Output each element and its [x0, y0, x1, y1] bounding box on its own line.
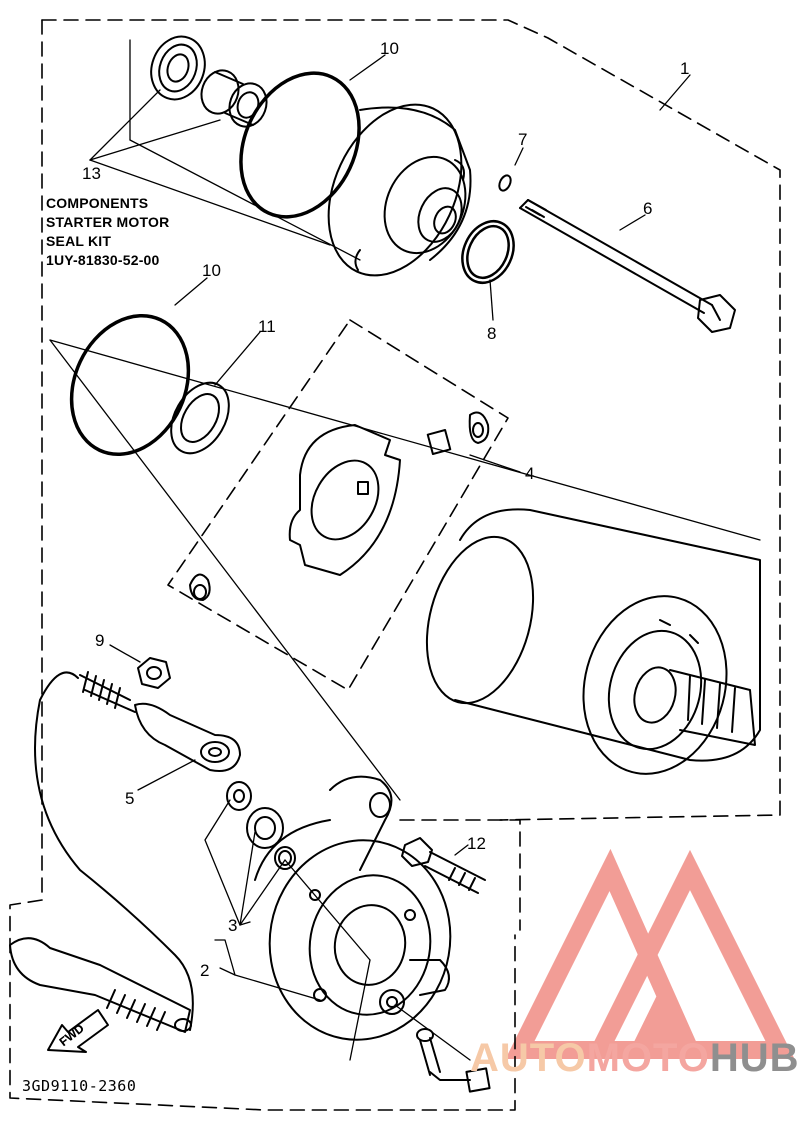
part-lead-wire-5 [34, 671, 241, 1031]
callout-10-left: 10 [202, 261, 221, 280]
seal-kit-line-3: SEAL KIT [46, 233, 112, 249]
watermark-text: AUTOMOTOHUB [470, 1038, 800, 1078]
watermark-logo [505, 848, 795, 1059]
part-bolt-6 [519, 199, 736, 333]
part-front-bracket [327, 103, 472, 277]
part-washer-11 [170, 381, 230, 455]
drawing-code: 3GD9110-2360 [22, 1077, 137, 1095]
callout-10-top: 10 [380, 39, 399, 58]
watermark-part-2: MOTO [586, 1036, 710, 1080]
callout-7: 7 [518, 130, 528, 149]
callout-2: 2 [200, 961, 210, 980]
part-rear-bracket [254, 775, 452, 1041]
callout-11: 11 [258, 317, 276, 336]
part-terminal-bolt [416, 1028, 491, 1093]
callout-3: 3 [228, 916, 238, 935]
watermark-part-1: AUTO [470, 1036, 587, 1080]
assembly-outline-dashed [9, 19, 781, 1111]
callout-8: 8 [487, 324, 497, 343]
seal-kit-line-1: COMPONENTS [46, 195, 149, 211]
part-yoke-armature [425, 508, 761, 775]
seal-kit-line-2: STARTER MOTOR [46, 214, 170, 230]
seal-kit-part-number: 1UY-81830-52-00 [46, 252, 160, 268]
part-o-ring-7 [498, 174, 512, 192]
fwd-arrow-icon [47, 1009, 109, 1053]
part-oil-seal-2 [246, 807, 284, 849]
part-cap-boot [9, 937, 192, 1033]
part-oil-seal-13 [150, 35, 206, 101]
part-o-ring-3 [274, 846, 296, 870]
callout-12: 12 [467, 834, 486, 853]
leader-lines [49, 39, 761, 1061]
callout-5: 5 [125, 789, 135, 808]
seal-kit-note: COMPONENTS STARTER MOTOR SEAL KIT 1UY-81… [46, 194, 169, 270]
callout-6: 6 [643, 199, 653, 218]
callout-9: 9 [95, 631, 105, 650]
part-bolt-12 [401, 837, 486, 894]
part-o-ring-8 [461, 220, 515, 284]
callout-1: 1 [680, 59, 690, 78]
part-brush-plate-4 [189, 411, 490, 601]
part-bearing-13 [200, 69, 268, 128]
part-nut-9 [137, 657, 171, 689]
part-o-ring-10-left [69, 313, 191, 457]
callout-4: 4 [525, 464, 535, 483]
part-washer-3-small [226, 781, 252, 811]
part-o-ring-10-top [239, 71, 361, 219]
callout-13: 13 [82, 164, 101, 183]
watermark-part-3: HUB [709, 1036, 800, 1080]
